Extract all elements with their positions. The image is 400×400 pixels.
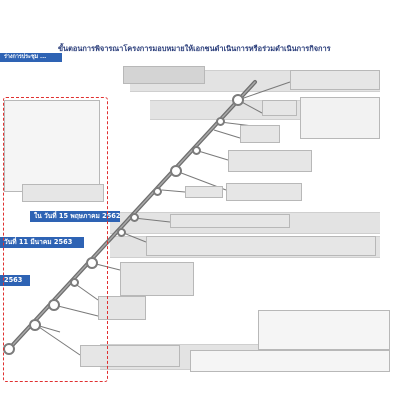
timeline-node-5 [153,187,162,196]
step-box-6 [226,183,302,201]
step-box-3 [300,97,380,139]
step-box-start [123,66,205,84]
timeline-node-7 [117,228,126,237]
timeline-node-8 [86,257,98,269]
timeline-node-9 [70,278,79,287]
timeline-node-11 [29,319,41,331]
timeline-node-3 [192,146,201,155]
timeline-node-2 [216,117,225,126]
step-box-7 [185,186,223,198]
step-box-11 [98,296,146,320]
step-box-10 [120,262,194,296]
step-box-1 [290,70,380,90]
connector-7 [161,189,186,193]
timeline-node-6 [130,213,139,222]
timeline-node-12 [3,343,15,355]
step-box-9 [146,236,376,256]
step-box-12 [80,345,180,367]
banner-date-2563: วันที่ 11 มีนาคม 2563 [0,237,84,248]
timeline-node-1 [232,94,244,106]
left-panel-list [4,100,100,192]
timeline-node-4 [170,165,182,177]
banner-left-2563: 2563 [0,275,30,286]
connector-13 [35,324,81,356]
page-title: ขั้นตอนการพิจารณาโครงการมอบหมายให้เอกชนด… [58,44,331,53]
connector-12 [53,304,107,319]
connector-11 [73,282,99,301]
left-panel-box-1 [22,184,104,202]
banner-top-left: ร่างการประชุม ... [0,53,62,62]
banner-date-2562: ใน วันที่ 15 พฤษภาคม 2562 [30,211,120,222]
highlight-region [3,97,108,382]
step-box-8 [170,214,290,228]
timeline-node-10 [48,299,60,311]
step-box-right-list [258,310,390,350]
connector-1 [237,81,291,101]
connector-4 [213,129,241,139]
step-box-4 [240,125,280,143]
step-box-2 [262,100,297,116]
connector-8 [133,217,171,223]
step-box-5 [228,150,312,172]
step-box-bottom-right [190,350,390,372]
